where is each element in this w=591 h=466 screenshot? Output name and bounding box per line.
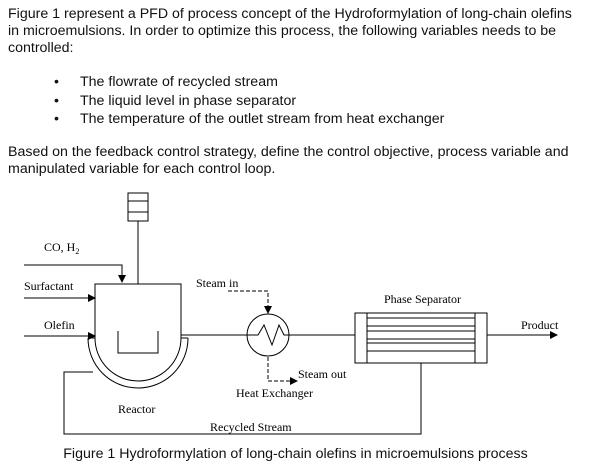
- steam-in-label: Steam in: [196, 276, 238, 290]
- question-paragraph: Based on the feedback control strategy, …: [8, 144, 569, 177]
- olefin-label: Olefin: [44, 318, 75, 332]
- impeller: [117, 331, 159, 354]
- phase-separator: [354, 312, 488, 364]
- steam-out-line: [267, 357, 298, 385]
- phase-separator-label: Phase Separator: [384, 292, 461, 306]
- list-item: The liquid level in phase separator: [52, 92, 444, 111]
- steam-in-line: [228, 290, 272, 314]
- figure-caption: Figure 1 Hydroformylation of long-chain …: [63, 446, 528, 462]
- reactor-jacket: [87, 337, 189, 389]
- recycled-stream-label: Recycled Stream: [210, 420, 292, 434]
- intro-paragraph: Figure 1 represent a PFD of process conc…: [8, 6, 572, 56]
- list-item: The temperature of the outlet stream fro…: [52, 110, 444, 129]
- surfactant-label: Surfactant: [24, 279, 74, 293]
- product-label: Product: [521, 318, 559, 332]
- heat-exchanger-label: Heat Exchanger: [236, 386, 313, 400]
- stirrer-motor: [127, 192, 149, 222]
- reactor-vessel: [94, 283, 182, 382]
- recycled-stream-line: [63, 363, 422, 435]
- steam-out-label: Steam out: [298, 367, 347, 381]
- co-h2-feed-line: [24, 264, 126, 283]
- list-item: The flowrate of recycled stream: [52, 73, 444, 92]
- co-h2-label: CO, H2: [44, 240, 79, 256]
- reactor-label: Reactor: [118, 402, 155, 416]
- process-flow-diagram: CO, H2 Surfactant Olefin Reactor Steam i…: [24, 192, 559, 435]
- controlled-variables-list: The flowrate of recycled stream The liqu…: [52, 73, 444, 129]
